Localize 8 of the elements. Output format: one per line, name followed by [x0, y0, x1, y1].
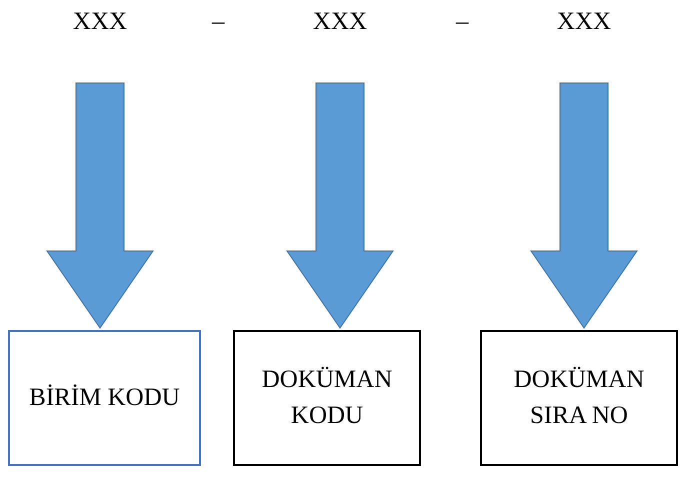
block-arrow [530, 82, 638, 329]
dash-separator: – [456, 7, 468, 37]
block-arrow [46, 82, 154, 329]
block-arrow [286, 82, 394, 329]
text-box: BİRİM KODU [8, 330, 201, 466]
text-box: DOKÜMAN SIRA NO [480, 330, 678, 466]
dash-separator: – [212, 7, 224, 37]
text-box: DOKÜMAN KODU [233, 330, 421, 466]
